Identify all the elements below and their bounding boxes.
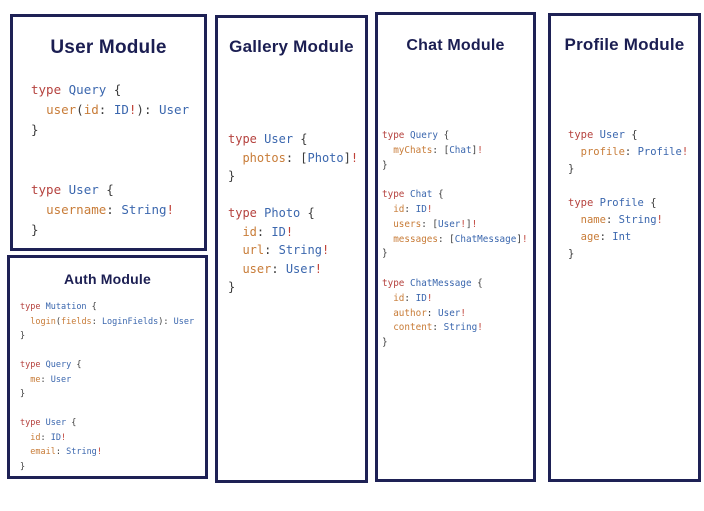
chat-module-title: Chat Module <box>406 37 505 54</box>
gallery-module-title: Gallery Module <box>229 37 354 56</box>
user-module-code: type Query { user(id: ID!): User} type U… <box>31 82 190 237</box>
user-module-box: User Module type Query { user(id: ID!): … <box>10 14 207 251</box>
user-module-title: User Module <box>50 37 167 58</box>
chat-module-code: type Query { myChats: [Chat]!} type Chat… <box>382 130 528 349</box>
auth-module-title: Auth Module <box>64 271 151 287</box>
profile-module-box: Profile Module type User { profile: Prof… <box>548 13 701 482</box>
profile-module-code: type User { profile: Profile!} type Prof… <box>568 129 689 260</box>
profile-module-title: Profile Module <box>564 35 685 54</box>
gallery-module-code: type User { photos: [Photo]!} type Photo… <box>228 132 359 294</box>
chat-module-box: Chat Module type Query { myChats: [Chat]… <box>375 12 536 482</box>
auth-module-code: type Mutation { login(fields: LoginField… <box>20 302 195 472</box>
gallery-module-box: Gallery Module type User { photos: [Phot… <box>215 15 368 483</box>
auth-module-box: Auth Module type Mutation { login(fields… <box>7 255 208 479</box>
